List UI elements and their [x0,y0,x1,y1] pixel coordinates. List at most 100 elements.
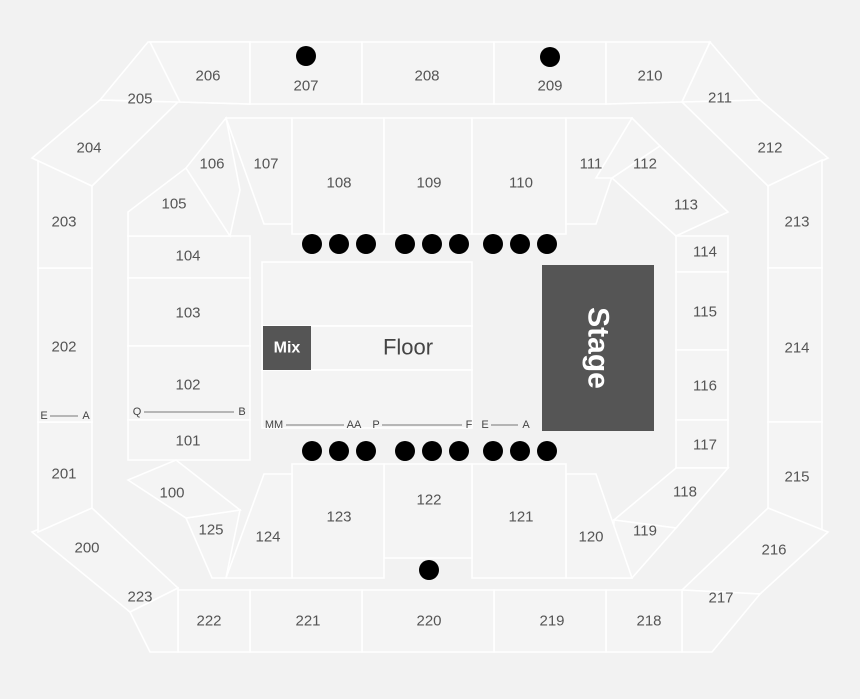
section-label: 222 [196,613,221,630]
section-label: 112 [633,156,657,173]
row-label: P [372,419,379,431]
row-label: E [481,419,488,431]
section-label: 117 [693,437,717,454]
section-label: 101 [175,433,200,450]
section-label: 120 [578,529,603,546]
section-label: 216 [761,542,786,559]
section-label: 201 [51,466,76,483]
section-label: 124 [255,529,280,546]
section-label: 105 [161,196,186,213]
wheelchair-icon [302,234,322,254]
section-label: 220 [416,613,441,630]
section-label: 206 [195,68,220,85]
section-label: 210 [637,68,662,85]
section-label: 119 [633,523,657,540]
section-101[interactable] [127,419,251,461]
section-118[interactable] [612,467,730,529]
section-label: 114 [693,244,717,261]
section-label: 212 [757,140,782,157]
section-label: 104 [175,248,200,265]
mix-position [263,326,311,370]
wheelchair-icon [329,441,349,461]
section-label: 213 [784,214,809,231]
wheelchair-icon [540,47,560,67]
section-label: 219 [539,613,564,630]
wheelchair-icon [510,441,530,461]
section-label: 218 [636,613,661,630]
section-label: 207 [293,78,318,95]
wheelchair-icon [483,234,503,254]
row-label: F [466,419,473,431]
section-label: 202 [51,339,76,356]
wheelchair-icon [419,560,439,580]
section-label: 115 [693,304,717,321]
section-label: 100 [159,485,184,502]
section-label: 123 [326,509,351,526]
floor-section[interactable] [261,261,473,327]
wheelchair-icon [537,441,557,461]
wheelchair-icon [395,234,415,254]
row-label: MM [265,419,283,431]
wheelchair-icon [356,234,376,254]
wheelchair-icon [329,234,349,254]
section-label: 118 [673,484,697,501]
section-label: 122 [416,492,441,509]
section-label: 204 [76,140,101,157]
stage-label: Stage [582,307,615,389]
wheelchair-icon [422,441,442,461]
wheelchair-icon [537,234,557,254]
section-label: 211 [708,90,732,107]
section-223[interactable] [128,586,179,653]
section-label: 108 [326,175,351,192]
section-label: 103 [175,305,200,322]
row-markers: MM AA P F E A Q B E A [40,406,530,431]
mix-label: Mix [274,340,301,357]
section-100[interactable] [126,459,242,519]
section-label: 221 [295,613,320,630]
wheelchair-icon [483,441,503,461]
wheelchair-icon [356,441,376,461]
wheelchair-icon [510,234,530,254]
section-label: 113 [674,197,698,214]
row-label: A [522,419,530,431]
section-label: 125 [198,522,223,539]
section-labels: 200 201 202 203 204 205 206 207 208 209 … [51,68,809,630]
section-label: 214 [784,340,809,357]
wheelchair-icon [449,441,469,461]
section-122[interactable] [383,463,473,559]
section-label: 200 [74,540,99,557]
section-label: 223 [127,589,152,606]
row-label: E [40,410,47,422]
upper-level [30,40,830,653]
floor-section[interactable] [261,369,473,429]
section-label: 203 [51,214,76,231]
wheelchair-icon [449,234,469,254]
row-label: Q [133,406,142,418]
section-label: 116 [693,378,717,395]
floor-label: Floor [383,335,433,360]
row-label: B [238,406,245,418]
lower-level [126,116,730,579]
section-label: 217 [708,590,733,607]
wheelchair-icon [302,441,322,461]
section-110[interactable] [471,117,567,235]
section-label: 208 [414,68,439,85]
section-label: 106 [199,156,224,173]
stage [542,265,654,431]
section-label: 109 [416,175,441,192]
wheelchair-icon [422,234,442,254]
section-label: 209 [537,78,562,95]
row-label: A [82,410,90,422]
section-label: 111 [580,156,603,173]
floor-area: Mix Floor Stage [261,261,654,431]
section-106[interactable] [185,116,241,239]
section-label: 215 [784,469,809,486]
section-label: 121 [508,509,533,526]
section-label: 110 [509,175,533,192]
row-label: AA [347,419,362,431]
wheelchair-icon [395,441,415,461]
section-label: 102 [175,377,200,394]
section-124[interactable] [224,473,293,579]
wheelchair-icon [296,46,316,66]
